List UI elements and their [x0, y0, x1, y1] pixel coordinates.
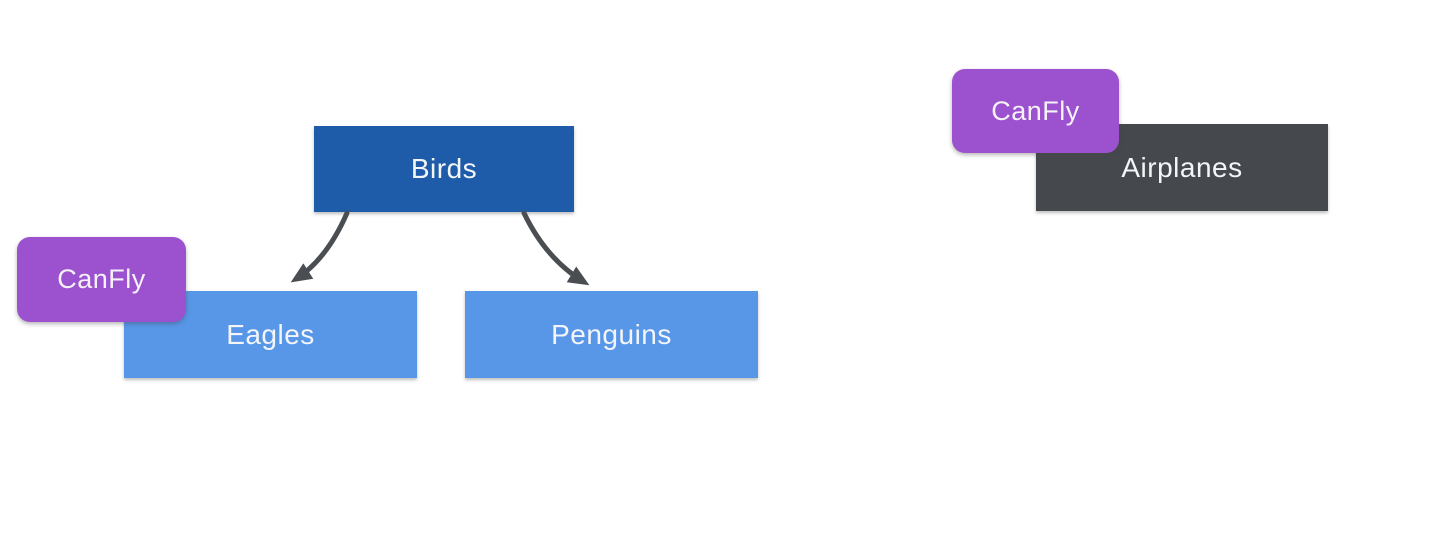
node-penguins-label: Penguins [551, 318, 672, 350]
node-eagles-label: Eagles [226, 318, 315, 350]
node-penguins: Penguins [465, 291, 758, 378]
badge-canfly-airplanes: CanFly [952, 69, 1119, 153]
edge-birds-to-eagles [290, 210, 350, 283]
node-birds-label: Birds [410, 153, 478, 184]
node-birds: Birds [314, 126, 574, 212]
badge-canfly-eagles-label: CanFly [57, 264, 146, 294]
edge-birds-to-penguins [521, 210, 590, 286]
badge-canfly-eagles: CanFly [17, 237, 186, 322]
node-airplanes-label: Airplanes [1121, 151, 1243, 183]
badge-canfly-airplanes-label: CanFly [991, 95, 1080, 126]
